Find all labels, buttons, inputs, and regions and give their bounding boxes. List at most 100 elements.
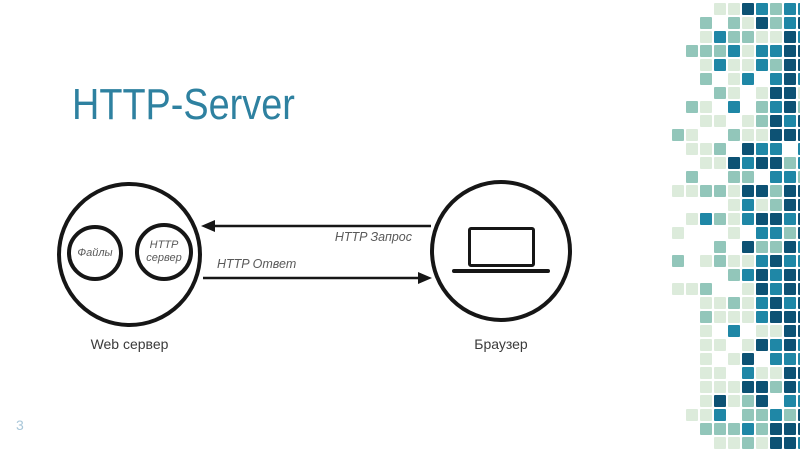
mosaic-square — [770, 437, 782, 449]
mosaic-square — [798, 353, 800, 365]
mosaic-square — [798, 17, 800, 29]
mosaic-square — [742, 157, 754, 169]
mosaic-square — [770, 87, 782, 99]
mosaic-square — [742, 171, 754, 183]
mosaic-square — [686, 283, 698, 295]
mosaic-square — [700, 297, 712, 309]
mosaic-square — [756, 87, 768, 99]
mosaic-square — [742, 241, 754, 253]
mosaic-square — [728, 129, 740, 141]
mosaic-square — [784, 269, 796, 281]
mosaic-square — [728, 437, 740, 449]
mosaic-square — [784, 31, 796, 43]
mosaic-square — [728, 325, 740, 337]
page-number: 3 — [16, 417, 24, 433]
web-server-caption: Web сервер — [90, 336, 169, 352]
mosaic-square — [784, 241, 796, 253]
mosaic-square — [742, 255, 754, 267]
mosaic-square — [700, 59, 712, 71]
mosaic-square — [742, 45, 754, 57]
mosaic-square — [798, 199, 800, 211]
mosaic-square — [714, 255, 726, 267]
mosaic-square — [784, 353, 796, 365]
mosaic-square — [742, 59, 754, 71]
mosaic-square — [756, 311, 768, 323]
mosaic-square — [728, 199, 740, 211]
mosaic-square — [784, 339, 796, 351]
http-server-label: HTTP сервер — [146, 239, 182, 264]
mosaic-square — [672, 185, 684, 197]
mosaic-square — [798, 73, 800, 85]
mosaic-square — [686, 143, 698, 155]
mosaic-square — [770, 199, 782, 211]
mosaic-square — [700, 395, 712, 407]
slide-title: HTTP-Server — [72, 80, 295, 129]
mosaic-square — [784, 311, 796, 323]
mosaic-square — [714, 3, 726, 15]
mosaic-square — [742, 3, 754, 15]
mosaic-square — [714, 339, 726, 351]
mosaic-square — [756, 297, 768, 309]
mosaic-square — [728, 311, 740, 323]
mosaic-square — [742, 31, 754, 43]
mosaic-square — [728, 395, 740, 407]
mosaic-square — [798, 381, 800, 393]
mosaic-square — [798, 227, 800, 239]
mosaic-square — [770, 3, 782, 15]
mosaic-square — [672, 283, 684, 295]
mosaic-square — [770, 297, 782, 309]
laptop-base-icon — [452, 269, 550, 273]
mosaic-square — [756, 213, 768, 225]
mosaic-square — [742, 353, 754, 365]
mosaic-square — [784, 59, 796, 71]
mosaic-square — [756, 437, 768, 449]
mosaic-square — [770, 423, 782, 435]
mosaic-square — [742, 115, 754, 127]
mosaic-square — [714, 59, 726, 71]
mosaic-square — [728, 87, 740, 99]
mosaic-square — [784, 227, 796, 239]
mosaic-square — [770, 185, 782, 197]
mosaic-square — [686, 213, 698, 225]
mosaic-square — [714, 311, 726, 323]
mosaic-square — [728, 73, 740, 85]
mosaic-square — [686, 185, 698, 197]
browser-caption: Браузер — [474, 336, 528, 352]
mosaic-square — [728, 227, 740, 239]
mosaic-square — [798, 3, 800, 15]
mosaic-square — [756, 395, 768, 407]
mosaic-square — [756, 269, 768, 281]
mosaic-square — [700, 325, 712, 337]
mosaic-square — [756, 409, 768, 421]
mosaic-square — [784, 255, 796, 267]
mosaic-square — [770, 409, 782, 421]
mosaic-square — [700, 31, 712, 43]
mosaic-square — [756, 31, 768, 43]
mosaic-square — [756, 143, 768, 155]
mosaic-square — [742, 213, 754, 225]
mosaic-square — [700, 381, 712, 393]
mosaic-square — [700, 339, 712, 351]
mosaic-square — [756, 241, 768, 253]
mosaic-square — [784, 367, 796, 379]
mosaic-square — [742, 297, 754, 309]
mosaic-square — [728, 381, 740, 393]
mosaic-square — [798, 101, 800, 113]
mosaic-decoration — [668, 0, 800, 450]
http-request-label: HTTP Запрос — [334, 230, 412, 244]
mosaic-square — [756, 339, 768, 351]
mosaic-square — [784, 115, 796, 127]
mosaic-square — [686, 409, 698, 421]
mosaic-square — [700, 311, 712, 323]
mosaic-square — [770, 353, 782, 365]
mosaic-square — [756, 185, 768, 197]
mosaic-square — [756, 381, 768, 393]
mosaic-square — [728, 171, 740, 183]
mosaic-square — [742, 409, 754, 421]
mosaic-square — [784, 423, 796, 435]
mosaic-square — [798, 255, 800, 267]
mosaic-square — [798, 213, 800, 225]
mosaic-square — [742, 283, 754, 295]
mosaic-square — [770, 45, 782, 57]
